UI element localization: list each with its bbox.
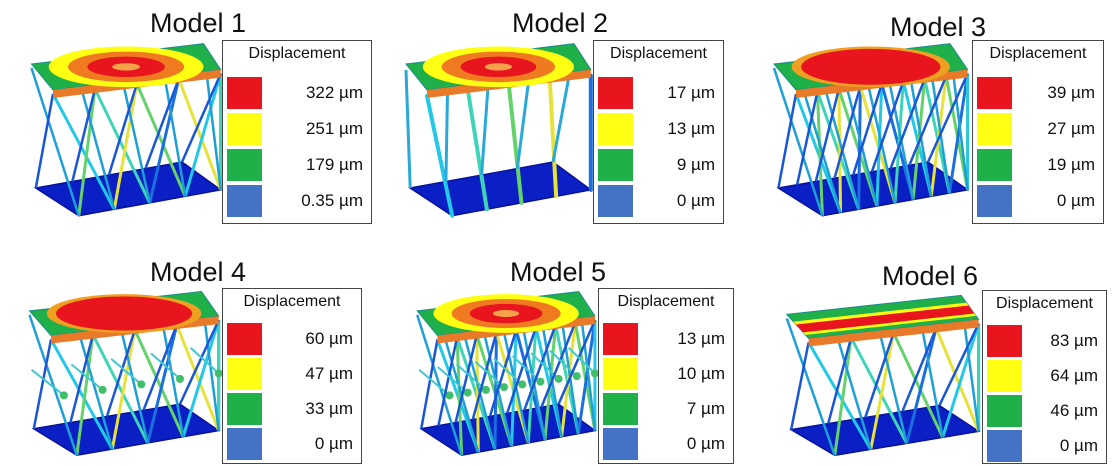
legend-value-2: 10 µm [677, 364, 725, 383]
legend-title: Displacement [989, 45, 1087, 62]
model-2-title: Model 2 [511, 8, 609, 38]
legend-value-2: 64 µm [1050, 366, 1098, 385]
legend-title: Displacement [617, 293, 715, 310]
swatch-blue [227, 185, 262, 217]
model-4-title: Model 4 [149, 257, 247, 287]
legend-value-2: 47 µm [305, 364, 353, 383]
legend-value-2: 13 µm [667, 119, 715, 138]
model-1-lattice-image [30, 43, 223, 217]
swatch-green [227, 393, 262, 425]
legend-value-max: 39 µm [1047, 83, 1095, 102]
top-plate-contour [28, 290, 220, 344]
swatch-yellow [987, 360, 1022, 392]
swatch-green [227, 149, 262, 181]
legend-value-2: 27 µm [1047, 119, 1095, 138]
swatch-red [987, 325, 1022, 357]
model-2-legend: Displacement 17 µm 13 µm 9 µm 0 µm [593, 40, 724, 224]
legend-value-min: 0 µm [686, 434, 725, 453]
swatch-blue [227, 428, 262, 460]
legend-title: Displacement [996, 295, 1093, 312]
model-3-title: Model 3 [889, 12, 987, 42]
legend-value-max: 83 µm [1050, 331, 1098, 350]
swatch-red [598, 77, 633, 109]
swatch-blue [977, 185, 1012, 217]
swatch-green [603, 393, 638, 425]
legend-value-3: 19 µm [1047, 155, 1095, 174]
model-6-title: Model 6 [881, 261, 979, 291]
base-plate [408, 161, 593, 217]
legend-value-max: 13 µm [677, 329, 725, 348]
legend-value-min: 0 µm [314, 434, 353, 453]
legend-value-3: 46 µm [1050, 401, 1098, 420]
swatch-red [227, 323, 262, 355]
top-plate-contour [30, 43, 222, 98]
model-3-lattice-image [772, 43, 970, 217]
model-1-title: Model 1 [149, 8, 247, 38]
legend-title: Displacement [248, 45, 346, 62]
swatch-green [598, 149, 633, 181]
model-3-legend: Displacement 39 µm 27 µm 19 µm 0 µm [972, 40, 1104, 224]
legend-value-min: 0 µm [1059, 436, 1098, 455]
swatch-red [603, 323, 638, 355]
model-2-lattice-image [404, 43, 593, 218]
model-6-legend: Displacement 83 µm 64 µm 46 µm 0 µm [982, 290, 1107, 464]
legend-value-min: 0.35 µm [301, 191, 363, 210]
legend-value-max: 17 µm [667, 83, 715, 102]
model-4-legend: Displacement 60 µm 47 µm 33 µm 0 µm [222, 288, 362, 464]
swatch-red [227, 77, 262, 109]
model-4-lattice-image [28, 290, 223, 456]
legend-value-3: 9 µm [676, 155, 715, 174]
swatch-yellow [227, 113, 262, 145]
lattice-struts [404, 49, 593, 218]
legend-value-3: 179 µm [305, 155, 363, 174]
top-plate-contour [785, 294, 980, 347]
legend-value-3: 7 µm [686, 399, 725, 418]
swatch-blue [598, 185, 633, 217]
swatch-yellow [227, 358, 262, 390]
legend-value-max: 60 µm [305, 329, 353, 348]
legend-value-min: 0 µm [1056, 191, 1095, 210]
swatch-red [977, 77, 1012, 109]
swatch-yellow [977, 113, 1012, 145]
swatch-green [977, 149, 1012, 181]
swatch-yellow [603, 358, 638, 390]
legend-value-max: 322 µm [305, 83, 363, 102]
legend-title: Displacement [243, 293, 341, 310]
model-6-lattice-image [785, 294, 981, 457]
swatch-green [987, 395, 1022, 427]
swatch-blue [987, 430, 1022, 462]
model-5-lattice-image [416, 290, 599, 456]
legend-value-min: 0 µm [676, 191, 715, 210]
top-plate-contour [405, 43, 592, 98]
top-plate-contour [773, 43, 969, 98]
swatch-yellow [598, 113, 633, 145]
model-5-legend: Displacement 13 µm 10 µm 7 µm 0 µm [598, 288, 734, 464]
model-5-title: Model 5 [509, 257, 607, 287]
top-plate-contour [416, 290, 596, 344]
legend-value-2: 251 µm [305, 119, 363, 138]
lattice-struts [28, 295, 223, 456]
swatch-blue [603, 428, 638, 460]
legend-value-3: 33 µm [305, 399, 353, 418]
lattice-struts [30, 47, 223, 217]
model-1-legend: Displacement 322 µm 251 µm 179 µm 0.35 µ… [222, 40, 372, 224]
legend-title: Displacement [610, 45, 707, 62]
